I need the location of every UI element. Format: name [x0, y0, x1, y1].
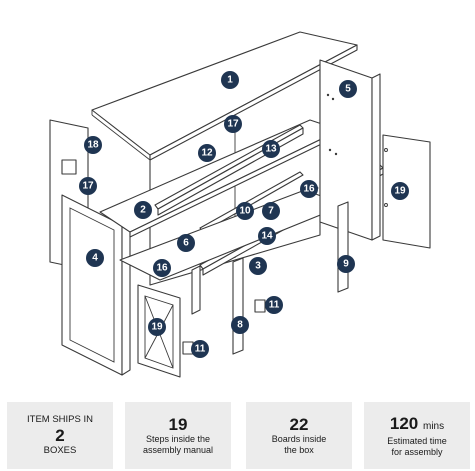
top-panel-front-edge [149, 44, 358, 161]
svg-text:8: 8 [237, 320, 243, 331]
svg-text:2: 2 [140, 205, 146, 216]
svg-text:11: 11 [269, 300, 280, 311]
stat-boards-value: 22 [289, 415, 309, 434]
svg-text:10: 10 [239, 206, 251, 217]
part-badge-5: 5 [339, 80, 357, 98]
part-badge-16a: 16 [300, 180, 318, 198]
part-badge-2: 2 [134, 201, 152, 219]
svg-text:17: 17 [82, 181, 94, 192]
part-badge-19a: 19 [391, 182, 409, 200]
part-badge-11b: 11 [191, 340, 209, 358]
leg-9 [337, 201, 349, 293]
stat-boards-line1: Boards inside [271, 434, 327, 444]
part-badge-8: 8 [231, 316, 249, 334]
stat-card-steps: 19 Steps inside the assembly manual [125, 402, 231, 469]
stat-steps-line1: Steps inside the [145, 434, 211, 444]
svg-text:12: 12 [201, 148, 213, 159]
stat-card-time: 120 mins Estimated time for assembly [364, 402, 470, 469]
top-panel-left-edge-bottom [91, 114, 151, 161]
part-badge-11a: 11 [265, 296, 283, 314]
svg-text:4: 4 [92, 253, 98, 264]
left-side-panel-inset [69, 207, 115, 363]
right-side-panel-edge [371, 73, 381, 241]
right-panel-holes [326, 93, 338, 156]
stat-steps-value: 19 [168, 415, 188, 434]
svg-text:16: 16 [303, 184, 315, 195]
svg-text:16: 16 [156, 263, 168, 274]
part-badge-17b: 17 [79, 177, 97, 195]
svg-text:5: 5 [345, 84, 351, 95]
exploded-assembly-diagram: 1 2 3 4 5 6 7 8 9 10 11 11 12 13 14 16 1… [49, 31, 431, 378]
part-badge-4: 4 [86, 249, 104, 267]
part-badge-6: 6 [177, 234, 195, 252]
part-badge-13: 13 [262, 140, 280, 158]
hardware-block-1 [254, 299, 266, 313]
svg-text:17: 17 [227, 119, 239, 130]
svg-text:11: 11 [195, 344, 206, 355]
part-badge-10: 10 [236, 202, 254, 220]
svg-text:13: 13 [265, 144, 277, 155]
stat-time-number: 120 [389, 413, 419, 433]
part-badge-14: 14 [258, 227, 276, 245]
part-badge-9: 9 [337, 255, 355, 273]
stat-boards-line2: the box [284, 445, 314, 455]
svg-text:7: 7 [268, 206, 274, 217]
svg-text:18: 18 [87, 140, 99, 151]
part-badge-3: 3 [249, 257, 267, 275]
stat-time-line2: for assembly [391, 446, 443, 457]
part-badge-19b: 19 [148, 318, 166, 336]
part-badge-7: 7 [262, 202, 280, 220]
stat-time-unit: mins [422, 420, 445, 432]
stat-boxes-value: 2 [55, 426, 65, 445]
leg-front [191, 265, 201, 315]
svg-text:14: 14 [261, 231, 273, 242]
stat-boxes-line1: ITEM SHIPS IN [27, 414, 93, 425]
svg-text:1: 1 [227, 75, 233, 86]
stat-time-line1: Estimated time [387, 435, 447, 446]
back-panel-cutout [61, 159, 77, 175]
svg-text:3: 3 [255, 261, 261, 272]
svg-text:19: 19 [394, 186, 406, 197]
stat-boxes-line2: BOXES [43, 445, 77, 456]
part-badge-16b: 16 [153, 259, 171, 277]
leg-8 [232, 257, 244, 355]
stat-time-value: 120 mins [390, 414, 444, 436]
left-side-panel-edge [121, 219, 131, 376]
left-side-panel [61, 194, 123, 376]
svg-text:9: 9 [343, 259, 349, 270]
part-badge-17a: 17 [224, 115, 242, 133]
stat-steps-line2: assembly manual [142, 445, 214, 455]
svg-text:19: 19 [151, 322, 163, 333]
stat-card-boards: 22 Boards inside the box [246, 402, 352, 469]
svg-text:6: 6 [183, 238, 189, 249]
stats-row: ITEM SHIPS IN 2 BOXES 19 Steps inside th… [0, 398, 475, 471]
part-badge-18: 18 [84, 136, 102, 154]
part-badge-1: 1 [221, 71, 239, 89]
part-badge-12: 12 [198, 144, 216, 162]
stat-card-boxes: ITEM SHIPS IN 2 BOXES [7, 402, 113, 469]
